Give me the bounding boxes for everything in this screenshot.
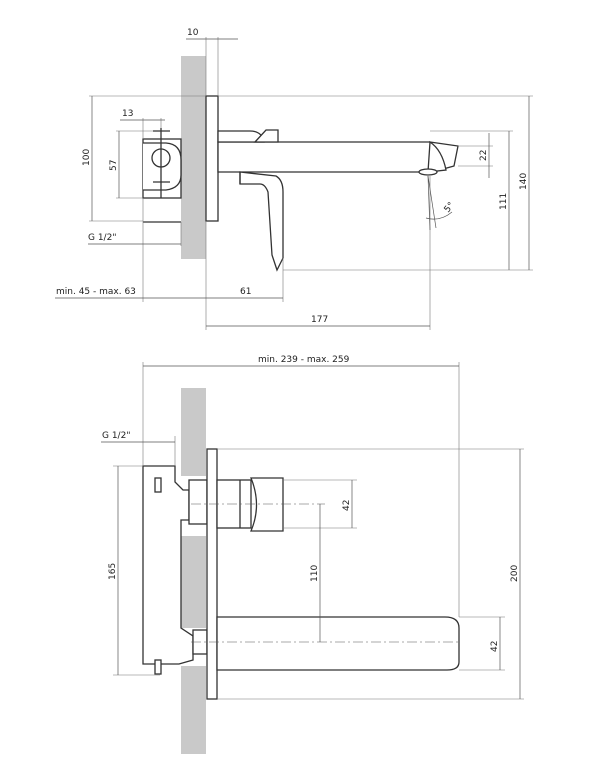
lever-blade — [239, 171, 284, 272]
dim-install-depth: min. 45 - max. 63 — [56, 287, 136, 297]
spout — [217, 141, 459, 173]
wall-section-lower — [181, 666, 206, 754]
spout — [216, 616, 460, 671]
aerator — [418, 168, 438, 176]
dim-wall-plate: 10 — [187, 28, 199, 38]
dim-total-height: 140 — [519, 173, 529, 190]
dim-angle: 5° — [443, 201, 457, 215]
dim-connection: G 1/2" — [102, 431, 130, 441]
dim-spout-height: 22 — [479, 150, 489, 161]
body-outlet-stub — [154, 477, 162, 493]
wall-section-middle — [181, 536, 206, 628]
side-view: 10 13 100 57 G 1/2" min. 45 - max. 63 61 — [55, 28, 533, 330]
dim-total-width: min. 239 - max. 259 — [258, 355, 350, 365]
dim-connection: G 1/2" — [88, 233, 116, 243]
handle-lever — [250, 477, 284, 532]
dim-spout-projection: 177 — [311, 315, 328, 325]
dim-center-distance: 110 — [310, 565, 320, 582]
spout-outlet — [427, 140, 447, 173]
dim-body-offset: 13 — [122, 109, 133, 119]
front-view: min. 239 - max. 259 G 1/2" 165 42 110 20… — [101, 355, 524, 754]
cartridge-connector — [188, 479, 208, 525]
concealed-body — [142, 465, 194, 665]
dim-spout-drop: 111 — [499, 193, 509, 210]
dim-body-height: 100 — [82, 149, 92, 166]
wall-section-upper — [181, 388, 206, 476]
dim-body-height: 165 — [108, 563, 118, 580]
dim-spout-height: 42 — [490, 641, 500, 652]
dim-plate-height: 200 — [510, 565, 520, 582]
dim-body-width: 57 — [109, 160, 119, 171]
dim-handle-height: 42 — [342, 500, 352, 511]
wall-plate — [205, 95, 219, 222]
wall-plate — [206, 448, 218, 700]
body-inlet-stub — [154, 659, 162, 675]
lever-handle — [253, 129, 279, 143]
wall-section — [181, 56, 206, 259]
dim-lever-projection: 61 — [240, 287, 251, 297]
